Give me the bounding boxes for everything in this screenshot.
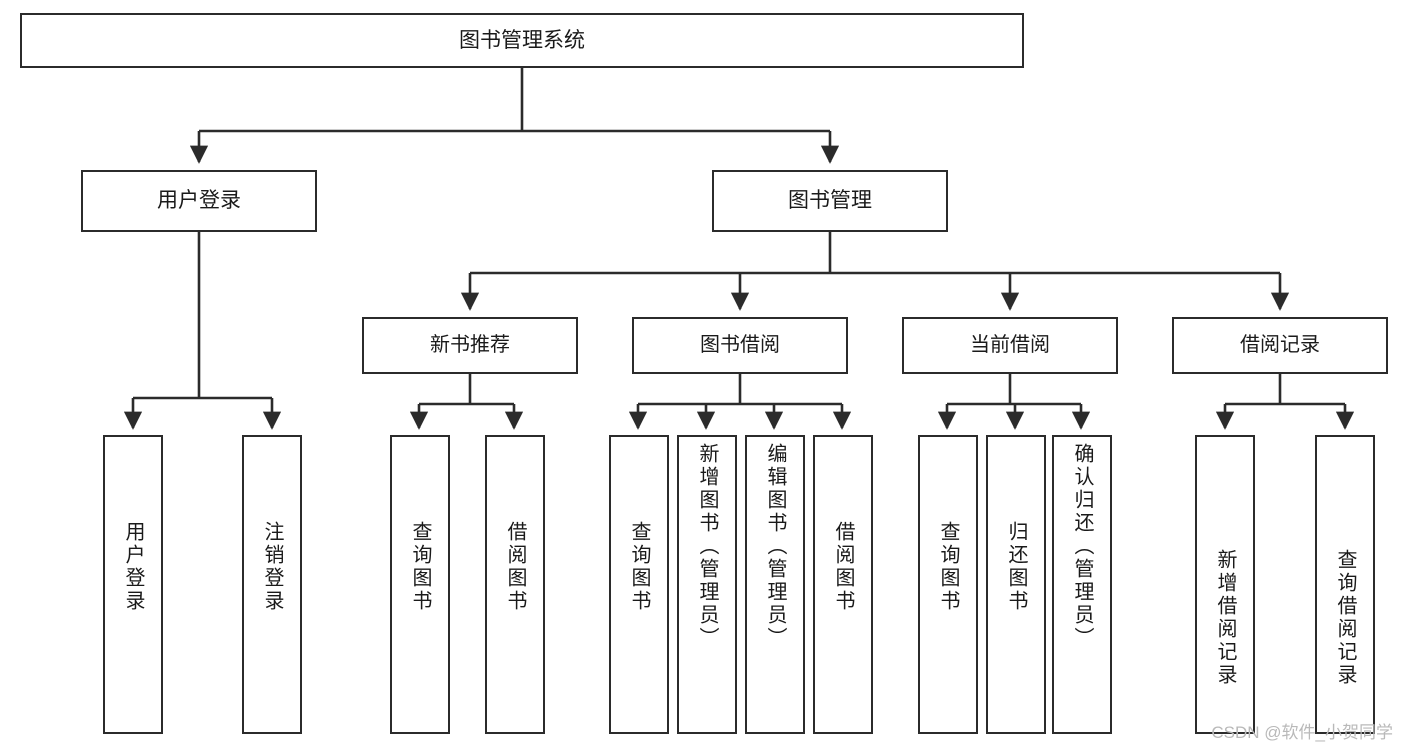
leaf-current-confirm-return-admin[interactable]: 确认归还（管理员） [1052,435,1112,734]
leaf-logout[interactable]: 注销登录 [242,435,302,734]
node-label: 查询图书 [937,521,959,613]
leaf-record-add-record[interactable]: 新增借阅记录 [1195,435,1255,734]
node-current-borrow[interactable]: 当前借阅 [902,317,1118,374]
node-borrow-record[interactable]: 借阅记录 [1172,317,1388,374]
node-root-system[interactable]: 图书管理系统 [20,13,1024,68]
csdn-watermark: CSDN @软件_小贺同学 [1211,723,1393,742]
node-label: 当前借阅 [970,334,1050,357]
node-book-borrow[interactable]: 图书借阅 [632,317,848,374]
leaf-current-return-book[interactable]: 归还图书 [986,435,1046,734]
leaf-current-query-book[interactable]: 查询图书 [918,435,978,734]
node-label: 图书管理 [788,189,872,213]
node-label: 新增图书（管理员） [696,443,718,650]
leaf-borrow-edit-book-admin[interactable]: 编辑图书（管理员） [745,435,805,734]
node-label: 借阅图书 [832,521,854,613]
node-label: 用户登录 [157,189,241,213]
node-label: 查询借阅记录 [1334,549,1356,687]
node-label: 图书借阅 [700,334,780,357]
leaf-newbook-query-book[interactable]: 查询图书 [390,435,450,734]
leaf-borrow-add-book-admin[interactable]: 新增图书（管理员） [677,435,737,734]
leaf-record-query-record[interactable]: 查询借阅记录 [1315,435,1375,734]
node-new-book-recommend[interactable]: 新书推荐 [362,317,578,374]
node-label: 编辑图书（管理员） [764,443,786,650]
node-label: 查询图书 [409,521,431,613]
leaf-newbook-borrow-book[interactable]: 借阅图书 [485,435,545,734]
node-book-management[interactable]: 图书管理 [712,170,948,232]
node-user-login[interactable]: 用户登录 [81,170,317,232]
leaf-borrow-query-book[interactable]: 查询图书 [609,435,669,734]
leaf-borrow-borrow-book[interactable]: 借阅图书 [813,435,873,734]
node-label: 借阅记录 [1240,334,1320,357]
node-label: 用户登录 [122,521,144,613]
node-label: 图书管理系统 [459,28,585,52]
node-label: 查询图书 [628,521,650,613]
node-label: 注销登录 [261,521,283,613]
node-label: 归还图书 [1005,521,1027,613]
node-label: 确认归还（管理员） [1071,443,1093,650]
node-label: 新增借阅记录 [1214,549,1236,687]
node-label: 借阅图书 [504,521,526,613]
node-label: 新书推荐 [430,334,510,357]
leaf-user-login[interactable]: 用户登录 [103,435,163,734]
